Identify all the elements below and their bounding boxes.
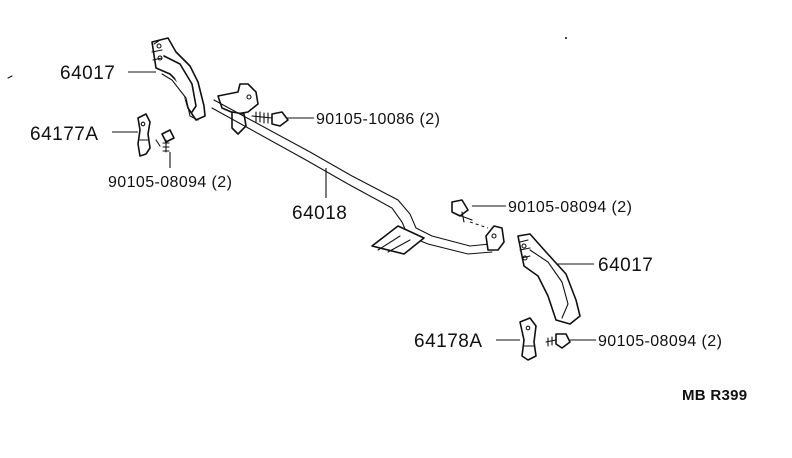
left-clip <box>137 113 151 157</box>
middle-right-bolt <box>451 199 473 223</box>
speck-mark <box>7 75 13 79</box>
right-clip <box>519 317 537 361</box>
main-rod <box>211 83 505 255</box>
label-middle-right-bolt: 90105-08094 (2) <box>508 199 632 216</box>
figure-reference: MB R399 <box>682 387 747 404</box>
speck-dot <box>565 37 567 39</box>
lower-right-bracket <box>517 233 581 325</box>
lower-right-bolt <box>545 333 571 349</box>
label-rod: 64018 <box>292 203 347 224</box>
label-lower-right-bolt: 90105-08094 (2) <box>598 333 722 350</box>
label-right-clip: 64178A <box>414 331 483 352</box>
label-top-bolt: 90105-10086 (2) <box>316 111 440 128</box>
label-left-bolt: 90105-08094 (2) <box>108 174 232 191</box>
left-bolt <box>155 129 175 153</box>
top-bolt <box>251 111 289 127</box>
upper-left-bracket <box>151 37 206 121</box>
label-lower-right-bracket: 64017 <box>598 255 653 276</box>
label-upper-left-bracket: 64017 <box>60 63 115 84</box>
label-left-clip: 64177A <box>30 124 99 145</box>
